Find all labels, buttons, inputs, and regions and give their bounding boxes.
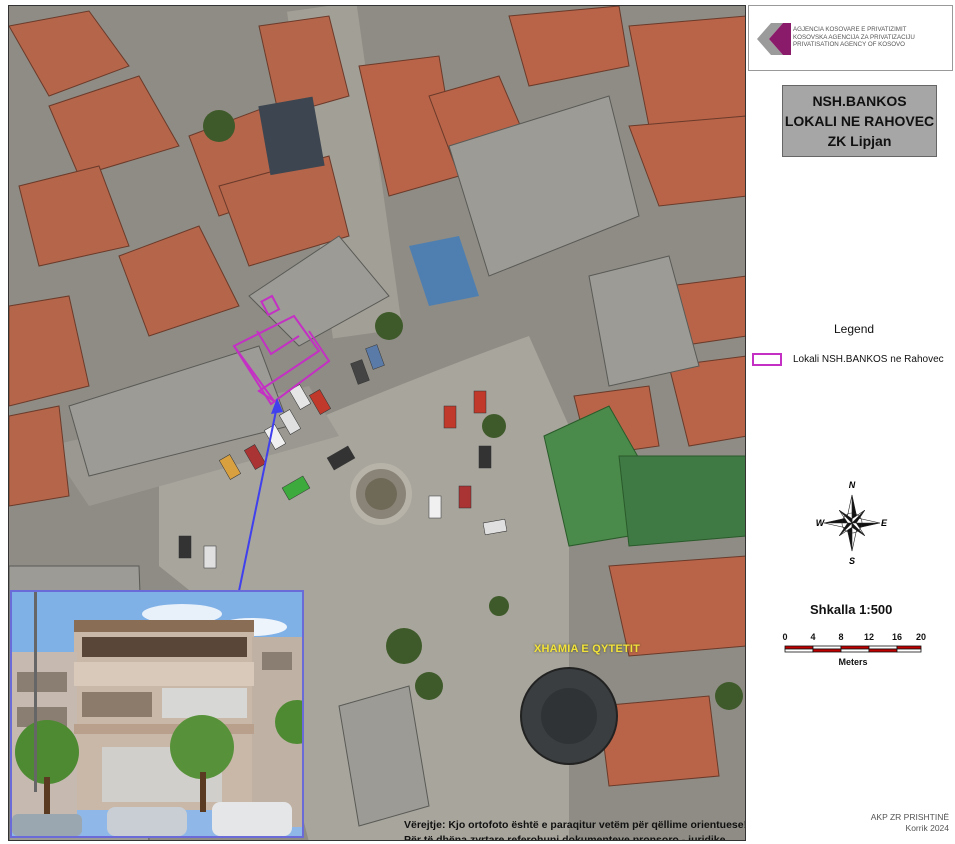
title-line-1: NSH.BANKOS [812,93,907,109]
agency-logo-icon [757,23,791,55]
compass-s: S [849,556,855,566]
map-footer: AKP ZR PRISHTINË Korrik 2024 [871,812,949,834]
agency-logo: AGJENCIA KOSOVARE E PRIVATIZIMIT KOSOVSK… [748,5,953,71]
legend-title: Legend [834,322,875,336]
disclaimer-line-2: Për të dhëna zyrtare referohuni dokument… [404,834,729,841]
footer-date: Korrik 2024 [905,823,949,833]
title-line-3: ZK Lipjan [827,133,892,149]
compass-n: N [849,480,856,490]
agency-name-line-1: AGJENCIA KOSOVARE E PRIVATIZIMIT [793,26,907,33]
scale-unit: Meters [838,657,867,667]
agency-name-line-2: KOSOVSKA AGENCIJA ZA PRIVATIZACIJU [793,33,915,41]
map-title: NSH.BANKOS LOKALI NE RAHOVEC ZK Lipjan [782,85,937,157]
compass-e: E [881,518,888,528]
north-arrow: N S W E [812,478,892,566]
legend-item-label: Lokali NSH.BANKOS ne Rahovec [793,354,944,365]
scale-tick-1: 4 [810,632,815,642]
parcel-highlight [232,294,331,406]
disclaimer: Vërejtje: Kjo ortofoto është e paraqitur… [404,818,746,841]
agency-name: AGJENCIA KOSOVARE E PRIVATIZIMIT KOSOVSK… [793,26,915,49]
scale-title: Shkalla 1:500 [810,602,893,617]
scale-tick-3: 12 [864,632,874,642]
disclaimer-line-1: Vërejtje: Kjo ortofoto është e paraqitur… [404,819,746,831]
landmark-label: XHAMIA E QYTETIT [534,643,641,655]
compass-w: W [816,518,826,528]
scale-tick-0: 0 [782,632,787,642]
scale-bar: 0 4 8 12 16 20 Meters [776,628,936,672]
agency-name-line-3: PRIVATISATION AGENCY OF KOSOVO [793,41,905,48]
scale-tick-4: 16 [892,632,902,642]
footer-office: AKP ZR PRISHTINË [870,812,949,822]
title-line-2: LOKALI NE RAHOVEC [784,113,935,129]
legend-swatch [752,353,782,366]
compass-rose-icon: N S W E [816,480,888,566]
building-photo [10,590,304,838]
scale-tick-5: 20 [916,632,926,642]
scale-tick-2: 8 [838,632,843,642]
